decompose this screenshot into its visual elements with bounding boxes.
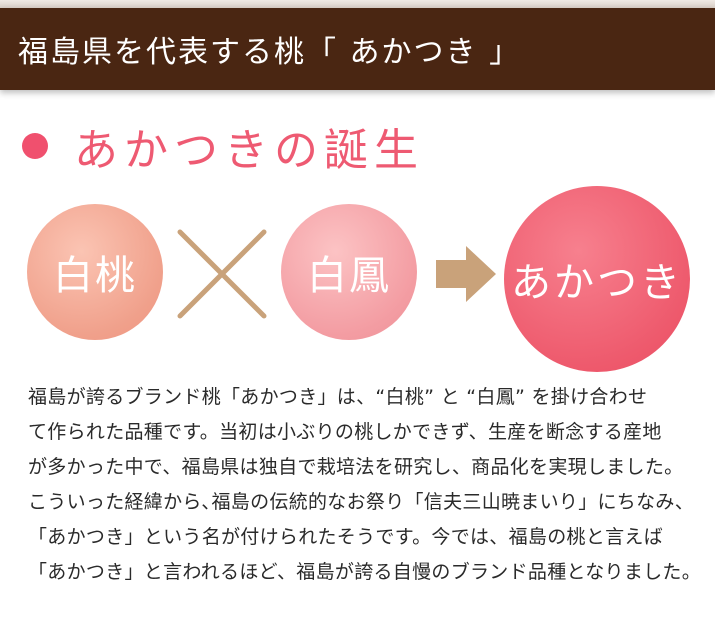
parent-hakuho-circle: 白鳳 [281,204,417,340]
description-text: 福島が誇るブランド桃「あかつき」は、“白桃” と “白鳳” を掛け合わせ て作ら… [28,380,702,590]
cross-icon [177,229,267,319]
parent-hakuto-circle: 白桃 [27,204,163,340]
arrow-right-icon [436,246,496,302]
header-banner: 福島県を代表する桃「 あかつき 」 [0,8,715,90]
description-line: て作られた品種です。当初は小ぶりの桃しかできず、生産を断念する産地 [28,421,662,443]
section-title: あかつきの誕生 [74,125,424,176]
description-line: こういった経緯から､福島の伝統的なお祭り「信夫三山暁まいり」にちなみ、 [28,491,695,513]
parent-hakuto-label: 白桃 [53,253,137,299]
description-line: 福島が誇るブランド桃「あかつき」は、“白桃” と “白鳳” を掛け合わせ [28,386,648,408]
parent-hakuho-label: 白鳳 [307,253,391,299]
description-line: が多かった中で、福島県は独自で栽培法を研究し、商品化を実現しました。 [28,456,684,478]
bullet-dot-icon [22,133,48,159]
description-line: 「あかつき」と言われるほど、福島が誇る自慢のブランド品種となりました。 [28,561,702,583]
result-akatsuki-label: あかつき [511,260,683,306]
section-heading: あかつきの誕生 [22,116,424,176]
description-line: 「あかつき」という名が付けられたそうです。今では、福島の桃と言えば [28,526,664,548]
result-akatsuki-circle: あかつき [504,186,690,372]
banner-title: 福島県を代表する桃「 あかつき 」 [18,35,522,70]
banner-top-strip [0,0,715,8]
